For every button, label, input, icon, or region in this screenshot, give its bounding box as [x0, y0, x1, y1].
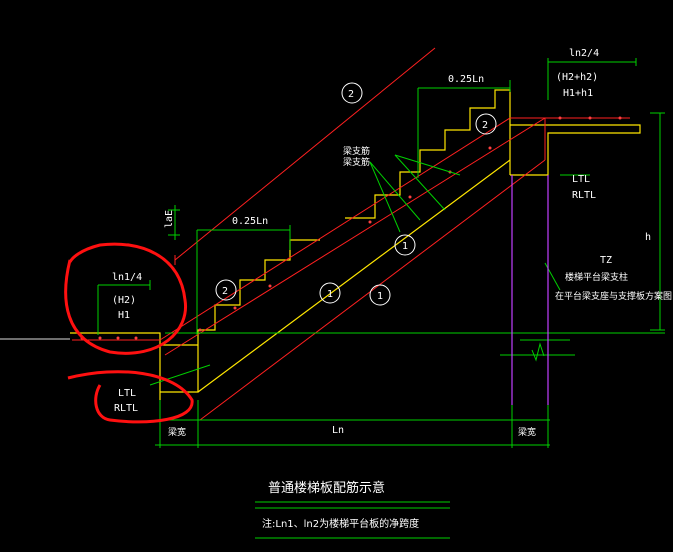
ln2-quarter-label: ln2/4 [569, 48, 599, 59]
rebar-lines [72, 47, 630, 421]
rltl-left-label: RLTL [114, 403, 138, 414]
callout-2-right: 2 [482, 120, 488, 131]
h1-left-label: H1 [118, 310, 130, 321]
callout-1-upper: 1 [402, 241, 408, 252]
highlight-marks [64, 242, 194, 424]
distribution-bar-label-2: 梁支筋 [343, 156, 370, 168]
rltl-right-label: RLTL [572, 190, 596, 201]
drawing-note: 注:Ln1、ln2为楼梯平台板的净跨度 [262, 517, 419, 530]
tz-note-2: 在平台梁支座与支撑板方案图 [555, 290, 672, 302]
dimension-lines [97, 58, 665, 448]
rebar-callouts [215, 82, 497, 306]
top-quarter-ln-label: 0.25Ln [448, 74, 484, 85]
callout-1-mid: 1 [327, 289, 333, 300]
callout-1-right: 1 [377, 291, 383, 302]
tz-columns [511, 175, 549, 405]
distribution-bar-label-1: 梁支筋 [343, 145, 370, 157]
beam-width-right-label: 梁宽 [518, 426, 536, 438]
h1-h1-label: H1+h1 [563, 88, 593, 99]
height-label: h [645, 232, 651, 243]
lae-label: laE [164, 210, 175, 228]
title-block: 普通楼梯板配筋示意 注:Ln1、ln2为楼梯平台板的净跨度 [255, 480, 450, 539]
rebar-dots [80, 116, 622, 340]
drawing-title: 普通楼梯板配筋示意 [268, 480, 385, 496]
beam-width-left-label: 梁宽 [168, 426, 186, 438]
ltl-left-label: LTL [118, 388, 136, 399]
ln-dim-label: Ln [332, 425, 344, 436]
h2-h2-label: (H2+h2) [556, 72, 598, 83]
ltl-right-label: LTL [572, 174, 590, 185]
tz-label: TZ [600, 255, 612, 266]
mid-quarter-ln-label: 0.25Ln [232, 216, 268, 227]
tz-note-1: 楼梯平台梁支柱 [565, 271, 628, 283]
callout-2-top: 2 [348, 89, 354, 100]
callout-2-left: 2 [222, 286, 228, 297]
h2-left-label: (H2) [112, 295, 136, 306]
stair-outline [70, 89, 641, 400]
ln1-quarter-label: ln1/4 [112, 272, 142, 283]
